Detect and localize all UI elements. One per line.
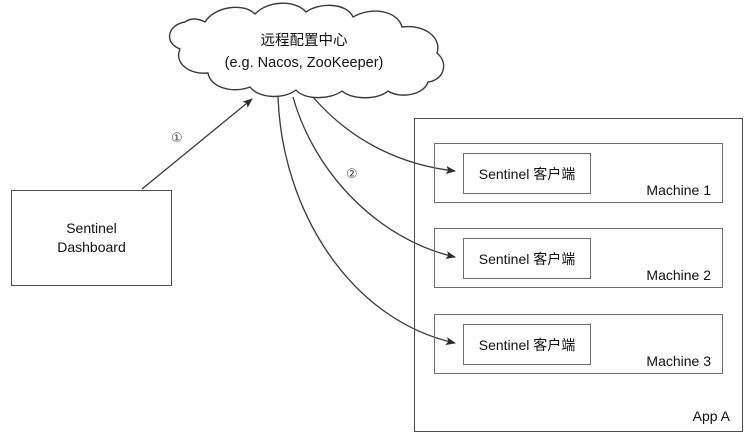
sentinel-dashboard-label: Sentinel Dashboard	[57, 220, 126, 255]
cloud-shape	[169, 2, 445, 99]
app-container: App A	[414, 118, 743, 432]
sentinel-client-box-3[interactable]: Sentinel 客户端	[463, 324, 591, 365]
sentinel-client-label-3: Sentinel 客户端	[478, 336, 576, 353]
machine-label-3: Machine 3	[646, 353, 711, 369]
sentinel-client-label-2: Sentinel 客户端	[478, 250, 576, 267]
app-label: App A	[692, 408, 730, 424]
machine-label-2: Machine 2	[646, 267, 711, 283]
arrow-cloud-to-client-3	[277, 96, 456, 345]
arrow-dashboard-to-cloud	[141, 98, 253, 190]
sentinel-client-label-1: Sentinel 客户端	[478, 165, 576, 182]
arrow-cloud-to-client-2	[292, 96, 456, 259]
machine-label-1: Machine 1	[646, 182, 711, 198]
machine-box-2[interactable]: Sentinel 客户端 Machine 2	[434, 228, 723, 288]
step-marker-2: ②	[346, 166, 358, 181]
cloud-label: 远程配置中心 (e.g. Nacos, ZooKeeper)	[224, 33, 384, 71]
sentinel-dashboard-box[interactable]: Sentinel Dashboard	[11, 190, 172, 286]
sentinel-client-box-1[interactable]: Sentinel 客户端	[463, 153, 591, 194]
step-marker-1: ①	[171, 130, 183, 145]
arrow-cloud-to-client-1	[312, 96, 456, 174]
machine-box-1[interactable]: Sentinel 客户端 Machine 1	[434, 143, 723, 203]
sentinel-client-box-2[interactable]: Sentinel 客户端	[463, 238, 591, 279]
machine-box-3[interactable]: Sentinel 客户端 Machine 3	[434, 314, 723, 374]
